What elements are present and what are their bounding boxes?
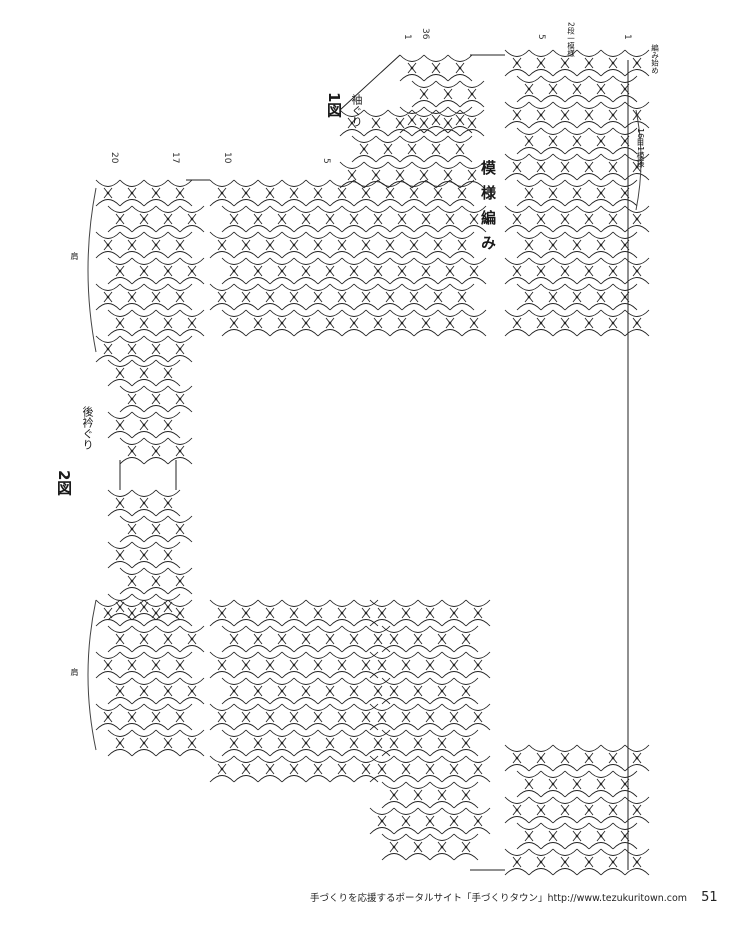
shoulder-label-top: 肩 bbox=[70, 252, 79, 260]
row-marker-10: 10 bbox=[222, 152, 232, 164]
pattern-note-repeat-rows: 2段一模様 bbox=[566, 22, 576, 57]
mesh-armhole-top bbox=[399, 54, 485, 134]
row-marker-1-pattern: 1 bbox=[622, 34, 632, 40]
row-marker-17: 17 bbox=[170, 152, 180, 164]
row-marker-5-fig2: 5 bbox=[321, 158, 331, 164]
page-footer: 手づくりを応援するポータルサイト「手づくりタウン」http://www.tezu… bbox=[310, 890, 740, 905]
mesh-body-bottom-right bbox=[369, 599, 491, 861]
figure2-subtitle: 後衿ぐり bbox=[81, 406, 94, 450]
figure2-title: 2図 bbox=[55, 470, 73, 496]
mesh-body-bottom-left bbox=[209, 599, 391, 783]
row-marker-5-pattern: 5 bbox=[536, 34, 546, 40]
stitch-pattern-label: 模様編み bbox=[479, 160, 497, 260]
footer-site-text: 手づくりを応援するポータルサイト「手づくりタウン」http://www.tezu… bbox=[310, 893, 688, 904]
figure1-title: 1図 bbox=[325, 92, 343, 118]
mesh-pattern-bottom bbox=[504, 744, 650, 876]
mesh-fig2-shoulder-top bbox=[95, 179, 205, 363]
mesh-fig2-shoulder-bottom bbox=[95, 599, 205, 757]
pattern-note-start: 編み始め bbox=[650, 44, 660, 74]
mesh-grids bbox=[95, 49, 650, 876]
figure1-subtitle: 袖ぐり bbox=[350, 94, 363, 127]
page-number: 51 bbox=[701, 890, 718, 905]
row-marker-36: 36 bbox=[420, 28, 430, 40]
outline-lines bbox=[87, 54, 642, 871]
row-marker-1-fig1: 1 bbox=[402, 34, 412, 40]
mesh-armhole bbox=[339, 109, 485, 189]
mesh-body-top bbox=[209, 179, 487, 337]
mesh-pattern-top bbox=[504, 49, 650, 337]
row-marker-20: 20 bbox=[109, 152, 119, 164]
shoulder-label-bottom: 肩 bbox=[70, 668, 79, 676]
pattern-note-repeat-stitches: 16目1模様 bbox=[636, 128, 645, 168]
mesh-fig2-neck-top bbox=[107, 359, 193, 465]
mesh-fig2-neck-bottom bbox=[107, 489, 193, 621]
